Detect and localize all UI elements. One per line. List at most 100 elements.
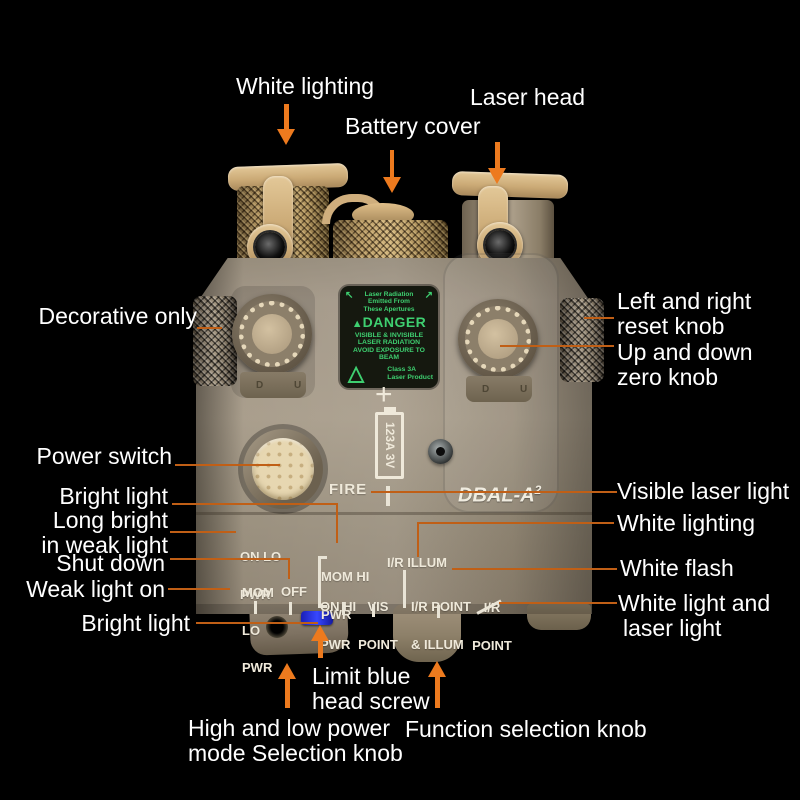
label-laser-head: Laser head [470,84,586,110]
battery-outline: 123A 3V [375,412,404,479]
arrow-mode-knob [285,678,290,708]
callout-line-bright-light-v [336,503,338,543]
body-seam [196,512,592,515]
arrow-limit-screw [318,640,323,658]
battery-minus-tick [386,486,390,506]
danger-word: DANGER [362,313,427,330]
arrow-mode-knob-head [278,663,296,679]
marking-ir-point: I/R POINT [472,600,512,653]
left-dial-direction-marks: D U [256,380,316,391]
side-knob-right [560,298,604,382]
label-limit-screw: Limit blue head screw [312,663,430,714]
callout-line-bright-light-2 [196,622,318,624]
selector-tick [372,604,375,617]
label-white-lighting-top: White lighting [236,73,375,99]
marking-vis-point: VIS POINT [358,599,398,652]
label-white-flash: White flash [620,555,734,581]
arrow-laser-head [495,142,500,169]
body-screw-hole [436,447,445,456]
left-dial-base [240,372,306,398]
battery-polarity-plus: + [375,378,393,411]
danger-word-row: ▲DANGER [340,314,438,332]
marking-mom-lo-pwr: MOM LO PWR [242,585,274,675]
selector-bracket-foot [318,556,327,559]
selector-bracket-foot [318,605,327,608]
selector-divider [403,570,406,608]
selector-bracket [318,556,321,608]
danger-triangle-icon: ▲ [351,317,363,330]
danger-warning-line: BEAM [378,354,399,362]
callout-line-visible-laser [371,491,617,493]
label-visible-laser-light: Visible laser light [617,478,790,504]
callout-line-weak-light-on [168,588,230,590]
arrow-laser-head-head [488,168,506,184]
body-bottom-edge [196,604,592,614]
left-dial-face [252,314,292,354]
arrow-white-lighting [284,104,289,130]
mode-selector-screw-hole [266,616,288,638]
arrow-function-knob-head [428,661,446,677]
label-long-bright: Long bright in weak light [41,507,168,558]
battery-cell-label: 123A 3V [383,422,397,469]
callout-line-shut-down [170,558,290,560]
laser-warning-triangle-icon: △ [348,362,365,385]
label-weak-light-on: Weak light on [26,576,165,602]
laser-class-line: Laser Product [387,373,433,381]
fire-marking: FIRE [329,481,368,498]
label-mode-selection-knob: High and low power mode Selection knob [188,715,403,766]
marking-ir-point-illum: I/R POINT & ILLUM [411,599,471,652]
label-reset-knob: Left and right reset knob [617,288,752,339]
selector-tick [289,602,292,615]
model-marking: DBAL-A2 [458,480,541,506]
laser-class-line: Class 3A [387,366,417,373]
label-shut-down: Shut down [56,550,165,576]
callout-line-shut-down-v [288,558,290,579]
side-knob-left [193,296,237,386]
selector-tick [342,602,345,615]
danger-label-aperture-line: Emitted From [368,298,410,306]
label-zero-knob: Up and down zero knob [617,339,753,390]
callout-line-reset-knob [584,317,614,319]
label-bright-light-2: Bright light [81,610,190,636]
callout-line-zero-knob [500,345,614,347]
label-white-lighting-right: White lighting [617,510,756,536]
function-selection-knob [393,604,461,662]
arrow-limit-screw-head [311,625,329,641]
danger-label-aperture-line: These Apertures [363,305,415,313]
body-right-foot [527,604,591,630]
callout-line-white-flash [452,568,617,570]
laser-head-cap-lever [451,170,569,200]
danger-warning-line: LASER RADIATION [357,339,421,347]
body-screw [428,439,453,464]
aperture-arrow-left-icon: ↖ [345,290,354,301]
laser-class-block: Class 3A Laser Product [387,366,433,381]
label-bright-light: Bright light [59,483,168,509]
danger-warning-line: AVOID EXPOSURE TO [353,346,425,354]
label-function-selection-knob: Function selection knob [405,716,647,742]
white-light-cap-screw [255,232,285,262]
model-sup: 2 [534,483,542,497]
danger-warning-line: VISIBLE & INVISIBLE [354,331,424,339]
callout-line-long-bright [170,531,236,533]
right-dial-direction-marks: D U [482,384,542,395]
selector-tick [437,605,440,618]
label-white-light-laser: White light and laser light [618,590,771,641]
label-decorative-only: Decorative only [38,303,197,329]
marking-ir-illum: I/R ILLUM [387,555,447,570]
arrow-white-lighting-head [277,129,295,145]
selector-tick [254,601,257,614]
callout-line-bright-light [172,503,338,505]
limit-blue-head-screw [301,611,333,625]
model-name: DBAL-A [458,484,535,507]
danger-label-aperture-line: Laser Radiation [364,291,414,298]
callout-line-power-switch [175,464,280,466]
callout-line-white-lighting [417,522,614,524]
aperture-arrow-right-icon: ↗ [424,290,433,301]
label-battery-cover: Battery cover [345,113,481,139]
right-dial-base [466,376,532,402]
laser-danger-label: ↖ ↗ Laser Radiation Emitted From These A… [340,286,438,388]
power-switch-button [252,438,314,500]
label-power-switch: Power switch [36,443,172,469]
arrow-function-knob [435,676,440,708]
